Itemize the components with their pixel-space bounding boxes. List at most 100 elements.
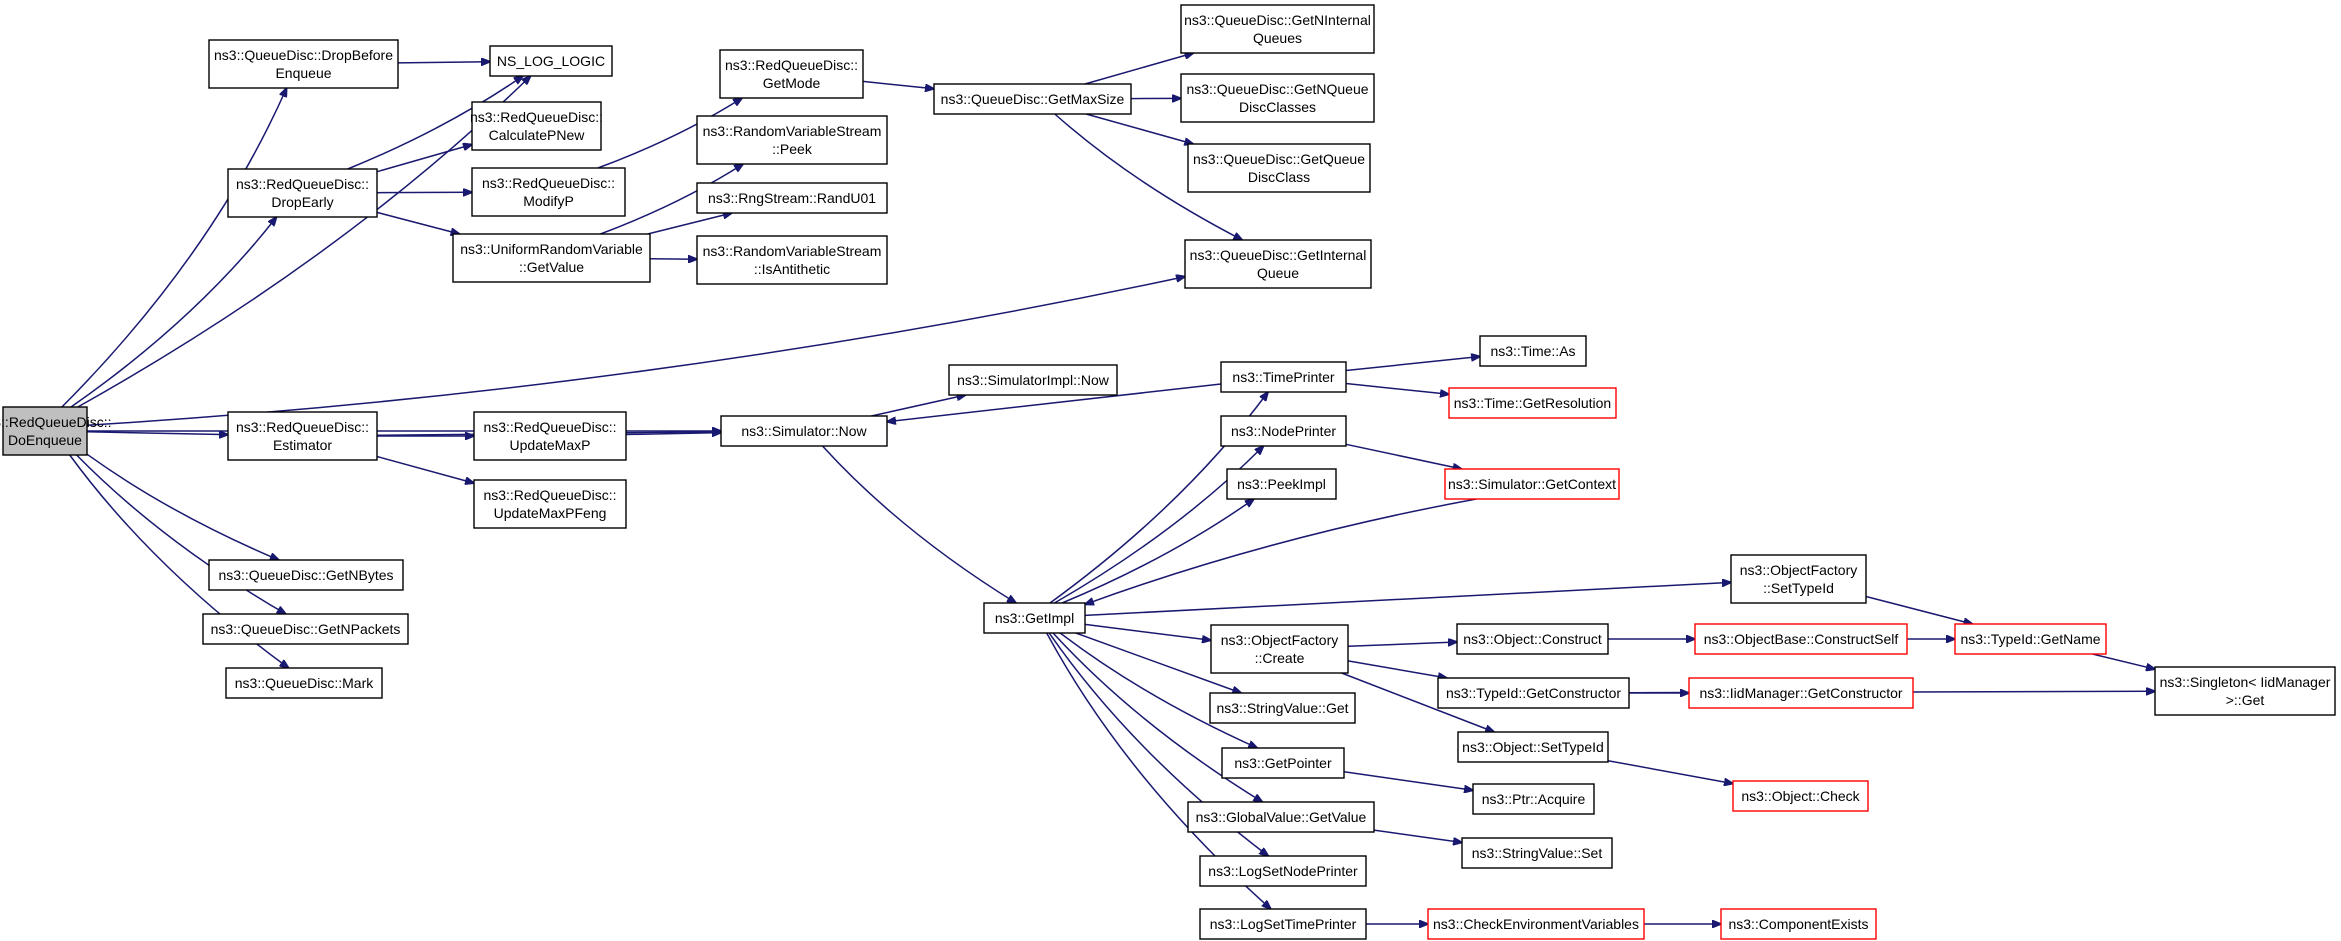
node-objcheck[interactable]: ns3::Object::Check — [1732, 780, 1869, 812]
node-box-logsettime — [1199, 908, 1367, 940]
node-label: ns3::RedQueueDisc:: — [236, 176, 369, 192]
node-box-getninternal — [1180, 4, 1375, 54]
edge-getimpl-to-gvgetvalue — [1052, 632, 1262, 802]
node-box-logsetnode — [1199, 855, 1367, 887]
node-box-getpointer — [1221, 747, 1345, 779]
node-label: CalculatePNew — [489, 127, 586, 143]
edge-getimpl-to-peekimpl — [1061, 499, 1254, 604]
edge-getmaxsize-to-getqueuedisc — [1085, 113, 1193, 144]
node-modifyp[interactable]: ns3::RedQueueDisc::ModifyP — [471, 167, 626, 217]
node-mark[interactable]: ns3::QueueDisc::Mark — [225, 667, 383, 699]
node-box-getimpl — [983, 602, 1086, 634]
node-logsettime[interactable]: ns3::LogSetTimePrinter — [1199, 908, 1367, 940]
node-getnpackets[interactable]: ns3::QueueDisc::GetNPackets — [202, 613, 409, 645]
node-label: ns3::TypeId::GetConstructor — [1446, 685, 1621, 701]
node-ptracquire[interactable]: ns3::Ptr::Acquire — [1472, 783, 1595, 815]
node-estimator[interactable]: ns3::RedQueueDisc::Estimator — [227, 411, 378, 461]
node-label: ns3::RedQueueDisc:: — [470, 109, 603, 125]
node-simnow[interactable]: ns3::Simulator::Now — [720, 415, 888, 447]
node-doenqueue[interactable]: ns3::RedQueueDisc::DoEnqueue — [0, 406, 112, 456]
node-label: ns3::ComponentExists — [1728, 916, 1868, 932]
edge-getpointer-to-ptracquire — [1343, 771, 1473, 791]
node-ofcreate[interactable]: ns3::ObjectFactory::Create — [1210, 624, 1349, 674]
node-updatemaxp[interactable]: ns3::RedQueueDisc::UpdateMaxP — [473, 411, 627, 461]
node-iidctor[interactable]: ns3::IidManager::GetConstructor — [1688, 677, 1914, 709]
node-stringvalueget[interactable]: ns3::StringValue::Get — [1209, 692, 1356, 724]
node-box-doenqueue — [2, 406, 88, 456]
node-getmode[interactable]: ns3::RedQueueDisc::GetMode — [719, 49, 864, 99]
node-getnbytes[interactable]: ns3::QueueDisc::GetNBytes — [208, 559, 404, 591]
node-stringvalueset[interactable]: ns3::StringValue::Set — [1461, 837, 1613, 869]
node-box-objconstruct — [1456, 623, 1609, 655]
node-box-stringvalueget — [1209, 692, 1356, 724]
node-timeas[interactable]: ns3::Time::As — [1479, 335, 1587, 367]
node-label: ns3::RedQueueDisc:: — [236, 419, 369, 435]
edge-timeprinter-to-timeas — [1345, 357, 1480, 372]
node-label: DiscClasses — [1239, 99, 1316, 115]
node-updatemaxpfeng[interactable]: ns3::RedQueueDisc::UpdateMaxPFeng — [473, 479, 627, 529]
node-uniformget[interactable]: ns3::UniformRandomVariable::GetValue — [452, 233, 651, 283]
edge-dropbefore-to-nslog — [397, 62, 490, 63]
node-label: ns3::QueueDisc::GetNBytes — [218, 567, 393, 583]
node-box-calcpnew — [471, 101, 602, 151]
node-compexists[interactable]: ns3::ComponentExists — [1720, 908, 1877, 940]
node-simimplnow[interactable]: ns3::SimulatorImpl::Now — [948, 364, 1118, 396]
node-box-getcontext — [1444, 468, 1620, 500]
node-label: ModifyP — [523, 193, 574, 209]
node-typeidctor[interactable]: ns3::TypeId::GetConstructor — [1437, 677, 1630, 709]
node-box-checkenv — [1427, 908, 1645, 940]
node-getmaxsize[interactable]: ns3::QueueDisc::GetMaxSize — [933, 83, 1132, 115]
node-singletonget[interactable]: ns3::Singleton< IidManager>::Get — [2154, 666, 2336, 716]
node-typeidname[interactable]: ns3::TypeId::GetName — [1954, 623, 2107, 655]
node-calcpnew[interactable]: ns3::RedQueueDisc::CalculatePNew — [470, 101, 603, 151]
node-randu01[interactable]: ns3::RngStream::RandU01 — [696, 182, 888, 214]
node-isanti[interactable]: ns3::RandomVariableStream::IsAntithetic — [696, 235, 888, 285]
node-objsettypeid[interactable]: ns3::Object::SetTypeId — [1457, 731, 1609, 763]
node-ofsettypeid[interactable]: ns3::ObjectFactory::SetTypeId — [1730, 554, 1867, 604]
node-label: ns3::NodePrinter — [1231, 423, 1336, 439]
node-dropearly[interactable]: ns3::RedQueueDisc::DropEarly — [227, 168, 378, 218]
node-label: ns3::RedQueueDisc:: — [0, 414, 112, 430]
node-getpointer[interactable]: ns3::GetPointer — [1221, 747, 1345, 779]
edge-nodeprinter-to-getcontext — [1345, 443, 1462, 469]
edge-simnow-to-simimplnow — [871, 395, 965, 417]
node-gvgetvalue[interactable]: ns3::GlobalValue::GetValue — [1187, 801, 1375, 833]
node-label: ns3::Time::As — [1490, 343, 1575, 359]
edge-gvgetvalue-to-stringvalueset — [1373, 829, 1462, 842]
node-label: ns3::QueueDisc::DropBefore — [214, 47, 393, 63]
edge-getmode-to-getmaxsize — [862, 80, 934, 88]
node-getresolution[interactable]: ns3::Time::GetResolution — [1448, 387, 1617, 419]
node-constructself[interactable]: ns3::ObjectBase::ConstructSelf — [1694, 623, 1908, 655]
node-getcontext[interactable]: ns3::Simulator::GetContext — [1444, 468, 1620, 500]
node-label: ns3::Simulator::GetContext — [1448, 476, 1616, 492]
node-label: ns3::ObjectBase::ConstructSelf — [1704, 631, 1899, 647]
node-objconstruct[interactable]: ns3::Object::Construct — [1456, 623, 1609, 655]
node-box-isanti — [696, 235, 888, 285]
node-checkenv[interactable]: ns3::CheckEnvironmentVariables — [1427, 908, 1645, 940]
edge-getmaxsize-to-getninternal — [1084, 53, 1194, 85]
node-timeprinter[interactable]: ns3::TimePrinter — [1220, 361, 1347, 393]
node-logsetnode[interactable]: ns3::LogSetNodePrinter — [1199, 855, 1367, 887]
edge-ofcreate-to-objconstruct — [1347, 642, 1457, 648]
node-nslog[interactable]: NS_LOG_LOGIC — [489, 45, 613, 77]
node-box-dropearly — [227, 168, 378, 218]
node-nodeprinter[interactable]: ns3::NodePrinter — [1220, 415, 1347, 447]
node-label: DoEnqueue — [8, 432, 82, 448]
node-peekimpl[interactable]: ns3::PeekImpl — [1226, 468, 1337, 500]
node-box-randu01 — [696, 182, 888, 214]
edge-getmaxsize-to-getinternalq — [1054, 113, 1243, 240]
node-rvspeek[interactable]: ns3::RandomVariableStream::Peek — [696, 115, 888, 165]
node-label: ns3::RedQueueDisc:: — [483, 487, 616, 503]
edge-doenqueue-to-dropbefore — [61, 88, 287, 408]
node-label: ns3::Ptr::Acquire — [1482, 791, 1586, 807]
node-box-typeidctor — [1437, 677, 1630, 709]
node-box-constructself — [1694, 623, 1908, 655]
node-getimpl[interactable]: ns3::GetImpl — [983, 602, 1086, 634]
node-label: ns3::QueueDisc::GetNInternal — [1184, 12, 1371, 28]
node-label: ns3::ObjectFactory — [1740, 562, 1858, 578]
